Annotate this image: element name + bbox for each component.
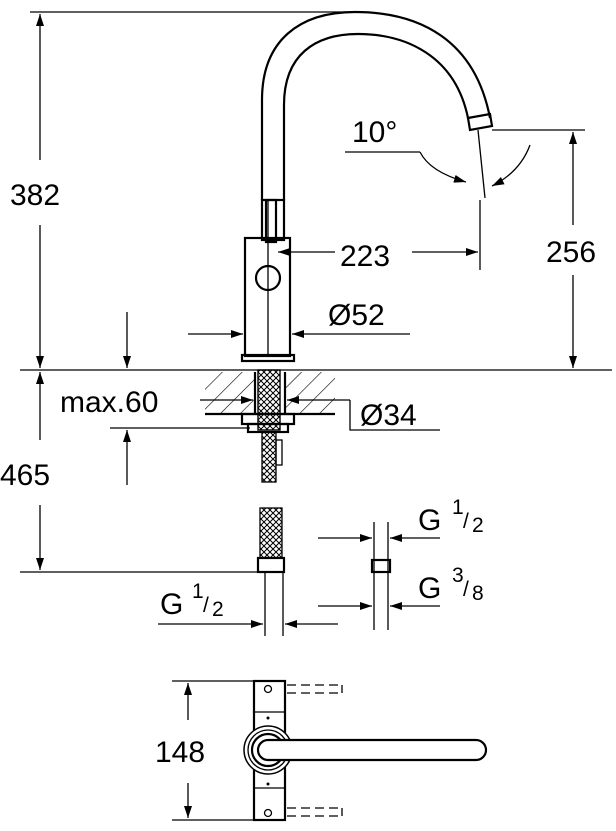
svg-text:1: 1 — [192, 580, 204, 603]
svg-text:2: 2 — [212, 598, 224, 621]
svg-text:3: 3 — [452, 564, 464, 587]
counter-section — [205, 369, 335, 434]
dimension-hose-length: 465 — [0, 372, 262, 573]
svg-text:/: / — [203, 594, 209, 617]
svg-text:/: / — [463, 578, 469, 601]
svg-text:/: / — [463, 510, 469, 533]
total-height-label: 382 — [10, 179, 60, 212]
svg-text:G: G — [418, 504, 441, 537]
plan-view: 148 — [155, 679, 488, 822]
dimension-spout-angle: 10° — [345, 116, 531, 270]
spout-height-label: 256 — [546, 236, 596, 269]
bottom-thread-label: G 3 / 8 — [418, 564, 484, 605]
max-thickness-label: max.60 — [60, 386, 158, 419]
faucet-body — [240, 10, 494, 363]
handle-depth-label: 148 — [155, 736, 205, 769]
dimension-spout-reach: 223 — [278, 240, 478, 273]
dimension-spout-height: 256 — [492, 129, 596, 368]
svg-text:G: G — [160, 588, 183, 621]
svg-text:2: 2 — [472, 514, 484, 537]
svg-text:G: G — [418, 572, 441, 605]
body-diameter-label: Ø52 — [328, 299, 385, 332]
spout-angle-label: 10° — [352, 116, 397, 149]
dimension-total-height: 382 — [10, 11, 355, 368]
svg-text:8: 8 — [472, 582, 484, 605]
top-thread-label: G 1 / 2 — [418, 496, 484, 537]
spout-reach-label: 223 — [340, 240, 390, 273]
hose-thread-label: G 1 / 2 — [158, 580, 338, 628]
dimension-body-diameter: Ø52 — [188, 299, 410, 340]
hose-length-label: 465 — [0, 459, 50, 492]
hole-diameter-label: Ø34 — [360, 399, 417, 432]
angle-valve-connector: G 1 / 2 G 3 / 8 — [318, 496, 484, 630]
supply-hose — [256, 431, 286, 636]
dimension-max-thickness: max.60 — [60, 312, 250, 485]
dimension-hole-diameter: Ø34 — [200, 396, 440, 432]
svg-text:1: 1 — [452, 496, 464, 519]
